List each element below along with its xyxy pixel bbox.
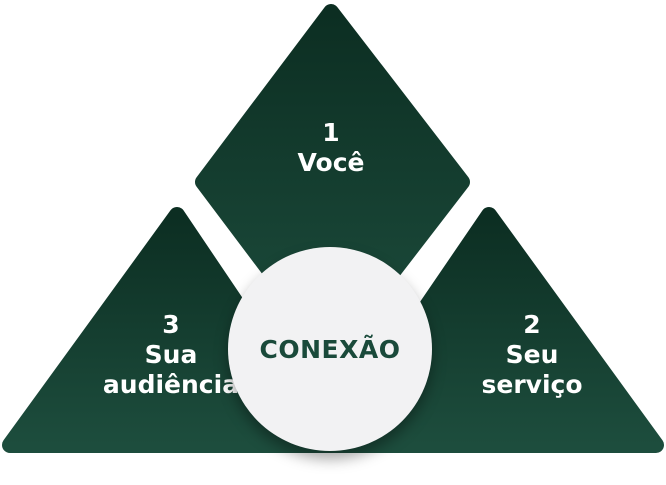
segment-3-text-line2: audiência: [102, 370, 240, 399]
segment-1-number: 1: [322, 118, 340, 147]
segment-3-label: 3 Sua audiência: [71, 310, 271, 400]
segment-2-number: 2: [523, 310, 541, 339]
segment-1-label: 1 Você: [231, 118, 431, 178]
center-circle: CONEXÃO: [228, 247, 432, 451]
center-label: CONEXÃO: [259, 334, 401, 364]
segment-2-label: 2 Seu serviço: [432, 310, 632, 400]
segment-1-text: Você: [297, 148, 365, 177]
segment-2-text-line1: Seu: [505, 340, 559, 369]
segment-3-number: 3: [162, 310, 180, 339]
segment-2-text-line2: serviço: [481, 370, 583, 399]
segment-3-text-line1: Sua: [144, 340, 198, 369]
